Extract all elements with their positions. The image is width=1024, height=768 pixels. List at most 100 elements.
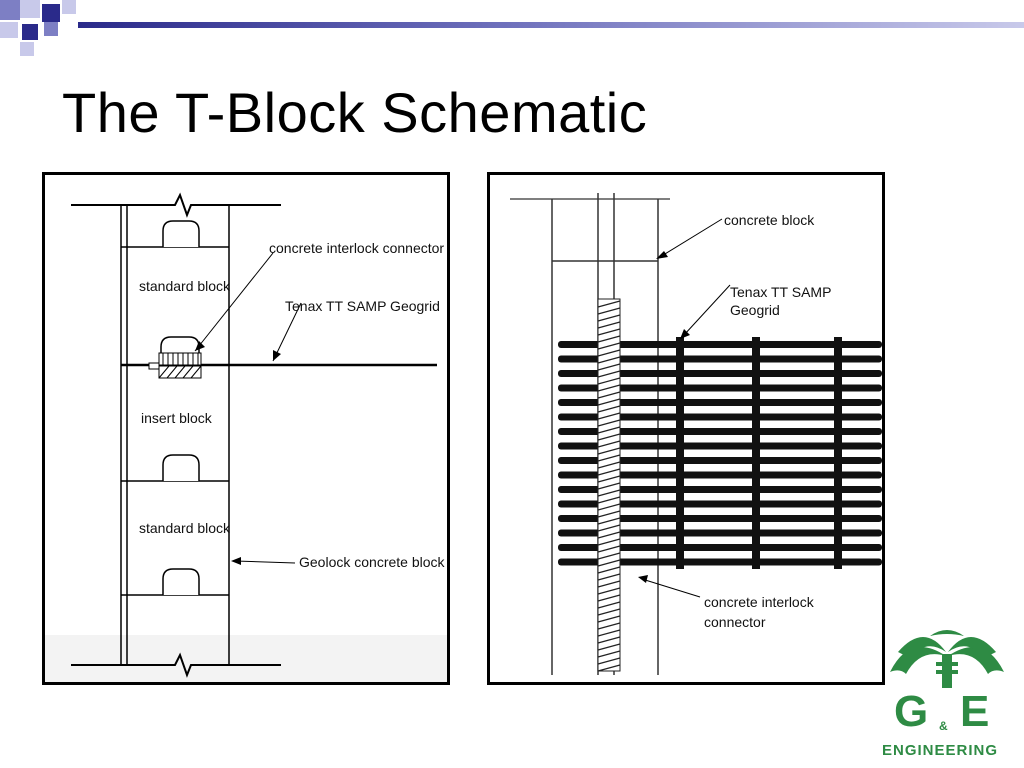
logo-letter-g: G <box>894 687 928 736</box>
connector-hatch-line <box>597 433 621 441</box>
connector-hatch-line <box>597 454 621 462</box>
title-accent-bar <box>78 22 1024 28</box>
geogrid-junction <box>752 337 760 569</box>
connector-hatch-line <box>597 461 621 469</box>
geogrid-rib <box>558 486 882 493</box>
connector-hatch-line <box>597 370 621 378</box>
corner-square-1 <box>0 0 20 20</box>
connector-hatch-line <box>597 545 621 553</box>
connector-hatch-line <box>597 601 621 609</box>
connector-hatch-line <box>597 419 621 427</box>
connector-hatch-line <box>597 363 621 371</box>
geogrid-strands <box>558 337 882 569</box>
label-concrete-block: concrete block <box>724 212 815 228</box>
geogrid-junction <box>834 337 842 569</box>
corner-square-8 <box>20 42 34 56</box>
connector-hatch-line <box>597 573 621 581</box>
geogrid-rib <box>558 442 882 450</box>
right-schematic-panel: concrete block Tenax TT SAMP Geogrid con… <box>487 172 885 685</box>
logo-letter-e: E <box>960 687 989 736</box>
connector-hatch-line <box>597 300 621 308</box>
connector-hatch-line <box>597 342 621 350</box>
connector-hatch-line <box>597 538 621 546</box>
connector-column <box>597 298 621 672</box>
connector-hatch-line <box>597 475 621 483</box>
connector-hatch-line <box>597 559 621 567</box>
connector-hatch-line <box>597 412 621 420</box>
label-geolock-block: Geolock concrete block <box>299 554 446 570</box>
geogrid-rib <box>558 529 882 537</box>
connector-hatch <box>148 352 202 379</box>
connector-hatch-line <box>597 622 621 630</box>
connector-hatch-line <box>597 335 621 343</box>
connector-hatch-line <box>597 426 621 434</box>
geogrid-rib <box>558 399 882 406</box>
connector-hatch-line <box>597 531 621 539</box>
connector-hatch-line <box>597 552 621 560</box>
label-geogrid-line1: Tenax TT SAMP <box>730 284 831 300</box>
connector-hatch-line <box>597 566 621 574</box>
label-connector-line2: connector <box>704 614 766 630</box>
connector-hatch-line <box>597 447 621 455</box>
connector-hatch-line <box>597 503 621 511</box>
geogrid-rib <box>558 457 882 464</box>
geogrid-rib <box>558 384 882 392</box>
logo-ampersand: & <box>939 719 948 733</box>
corner-square-5 <box>0 22 18 38</box>
label-geogrid-line2: Geogrid <box>730 302 780 318</box>
connector-hatch-line <box>597 377 621 385</box>
corner-square-2 <box>20 0 40 18</box>
geogrid-rib <box>558 544 882 551</box>
label-connector-line1: concrete interlock <box>704 594 815 610</box>
geogrid-rib <box>558 413 882 421</box>
connector-hatch-line <box>597 307 621 315</box>
geogrid-rib <box>558 428 882 435</box>
geogrid-rib <box>558 500 882 508</box>
connector-hatch-line <box>597 657 621 665</box>
geogrid-rib <box>558 370 882 377</box>
corner-square-7 <box>44 22 58 36</box>
label-standard-block-bottom: standard block <box>139 520 231 536</box>
connector-hatch-line <box>597 489 621 497</box>
label-insert-block: insert block <box>141 410 213 426</box>
connector-hatch-line <box>597 496 621 504</box>
connector-hatch-line <box>597 517 621 525</box>
geogrid-diagram: concrete block Tenax TT SAMP Geogrid con… <box>510 193 882 675</box>
connector-hatch-line <box>597 650 621 658</box>
connector-hatch-line <box>597 587 621 595</box>
connector-hatch-line <box>597 664 621 672</box>
connector-hatch-line <box>597 594 621 602</box>
connector-hatch-line <box>597 356 621 364</box>
geogrid-junction <box>676 337 684 569</box>
label-standard-block-top: standard block <box>139 278 231 294</box>
geogrid-rib <box>558 558 882 566</box>
connector-hatch-line <box>597 321 621 329</box>
connector-hatch-line <box>597 349 621 357</box>
label-connector: concrete interlock connector <box>269 240 444 256</box>
connector-hatch-line <box>597 468 621 476</box>
connector-hatch-line <box>597 524 621 532</box>
connector-hatch-line <box>597 482 621 490</box>
connector-hatch-line <box>597 510 621 518</box>
geogrid-rib <box>558 341 882 348</box>
left-schematic-panel: concrete interlock connector standard bl… <box>42 172 450 685</box>
company-logo: G & E ENGINEERING <box>880 622 1015 762</box>
connector-hatch-line <box>597 328 621 336</box>
connector-hatch-line <box>597 580 621 588</box>
connector-hatch-line <box>597 615 621 623</box>
geogrid-rib <box>558 515 882 522</box>
geogrid-rib <box>558 471 882 479</box>
palm-tree-icon: G & E ENGINEERING <box>882 630 1004 759</box>
connector-hatch-line <box>597 440 621 448</box>
slide-title: The T-Block Schematic <box>62 81 648 144</box>
connector-hatch-line <box>597 391 621 399</box>
connector-hatch-line <box>597 314 621 322</box>
geogrid-rib <box>558 355 882 363</box>
connector-hatch-line <box>597 629 621 637</box>
corner-square-6 <box>22 24 38 40</box>
corner-square-3 <box>42 4 60 22</box>
connector-hatch-line <box>597 636 621 644</box>
connector-hatch-line <box>597 643 621 651</box>
connector-hatch-line <box>597 405 621 413</box>
connector-hatch-line <box>597 384 621 392</box>
